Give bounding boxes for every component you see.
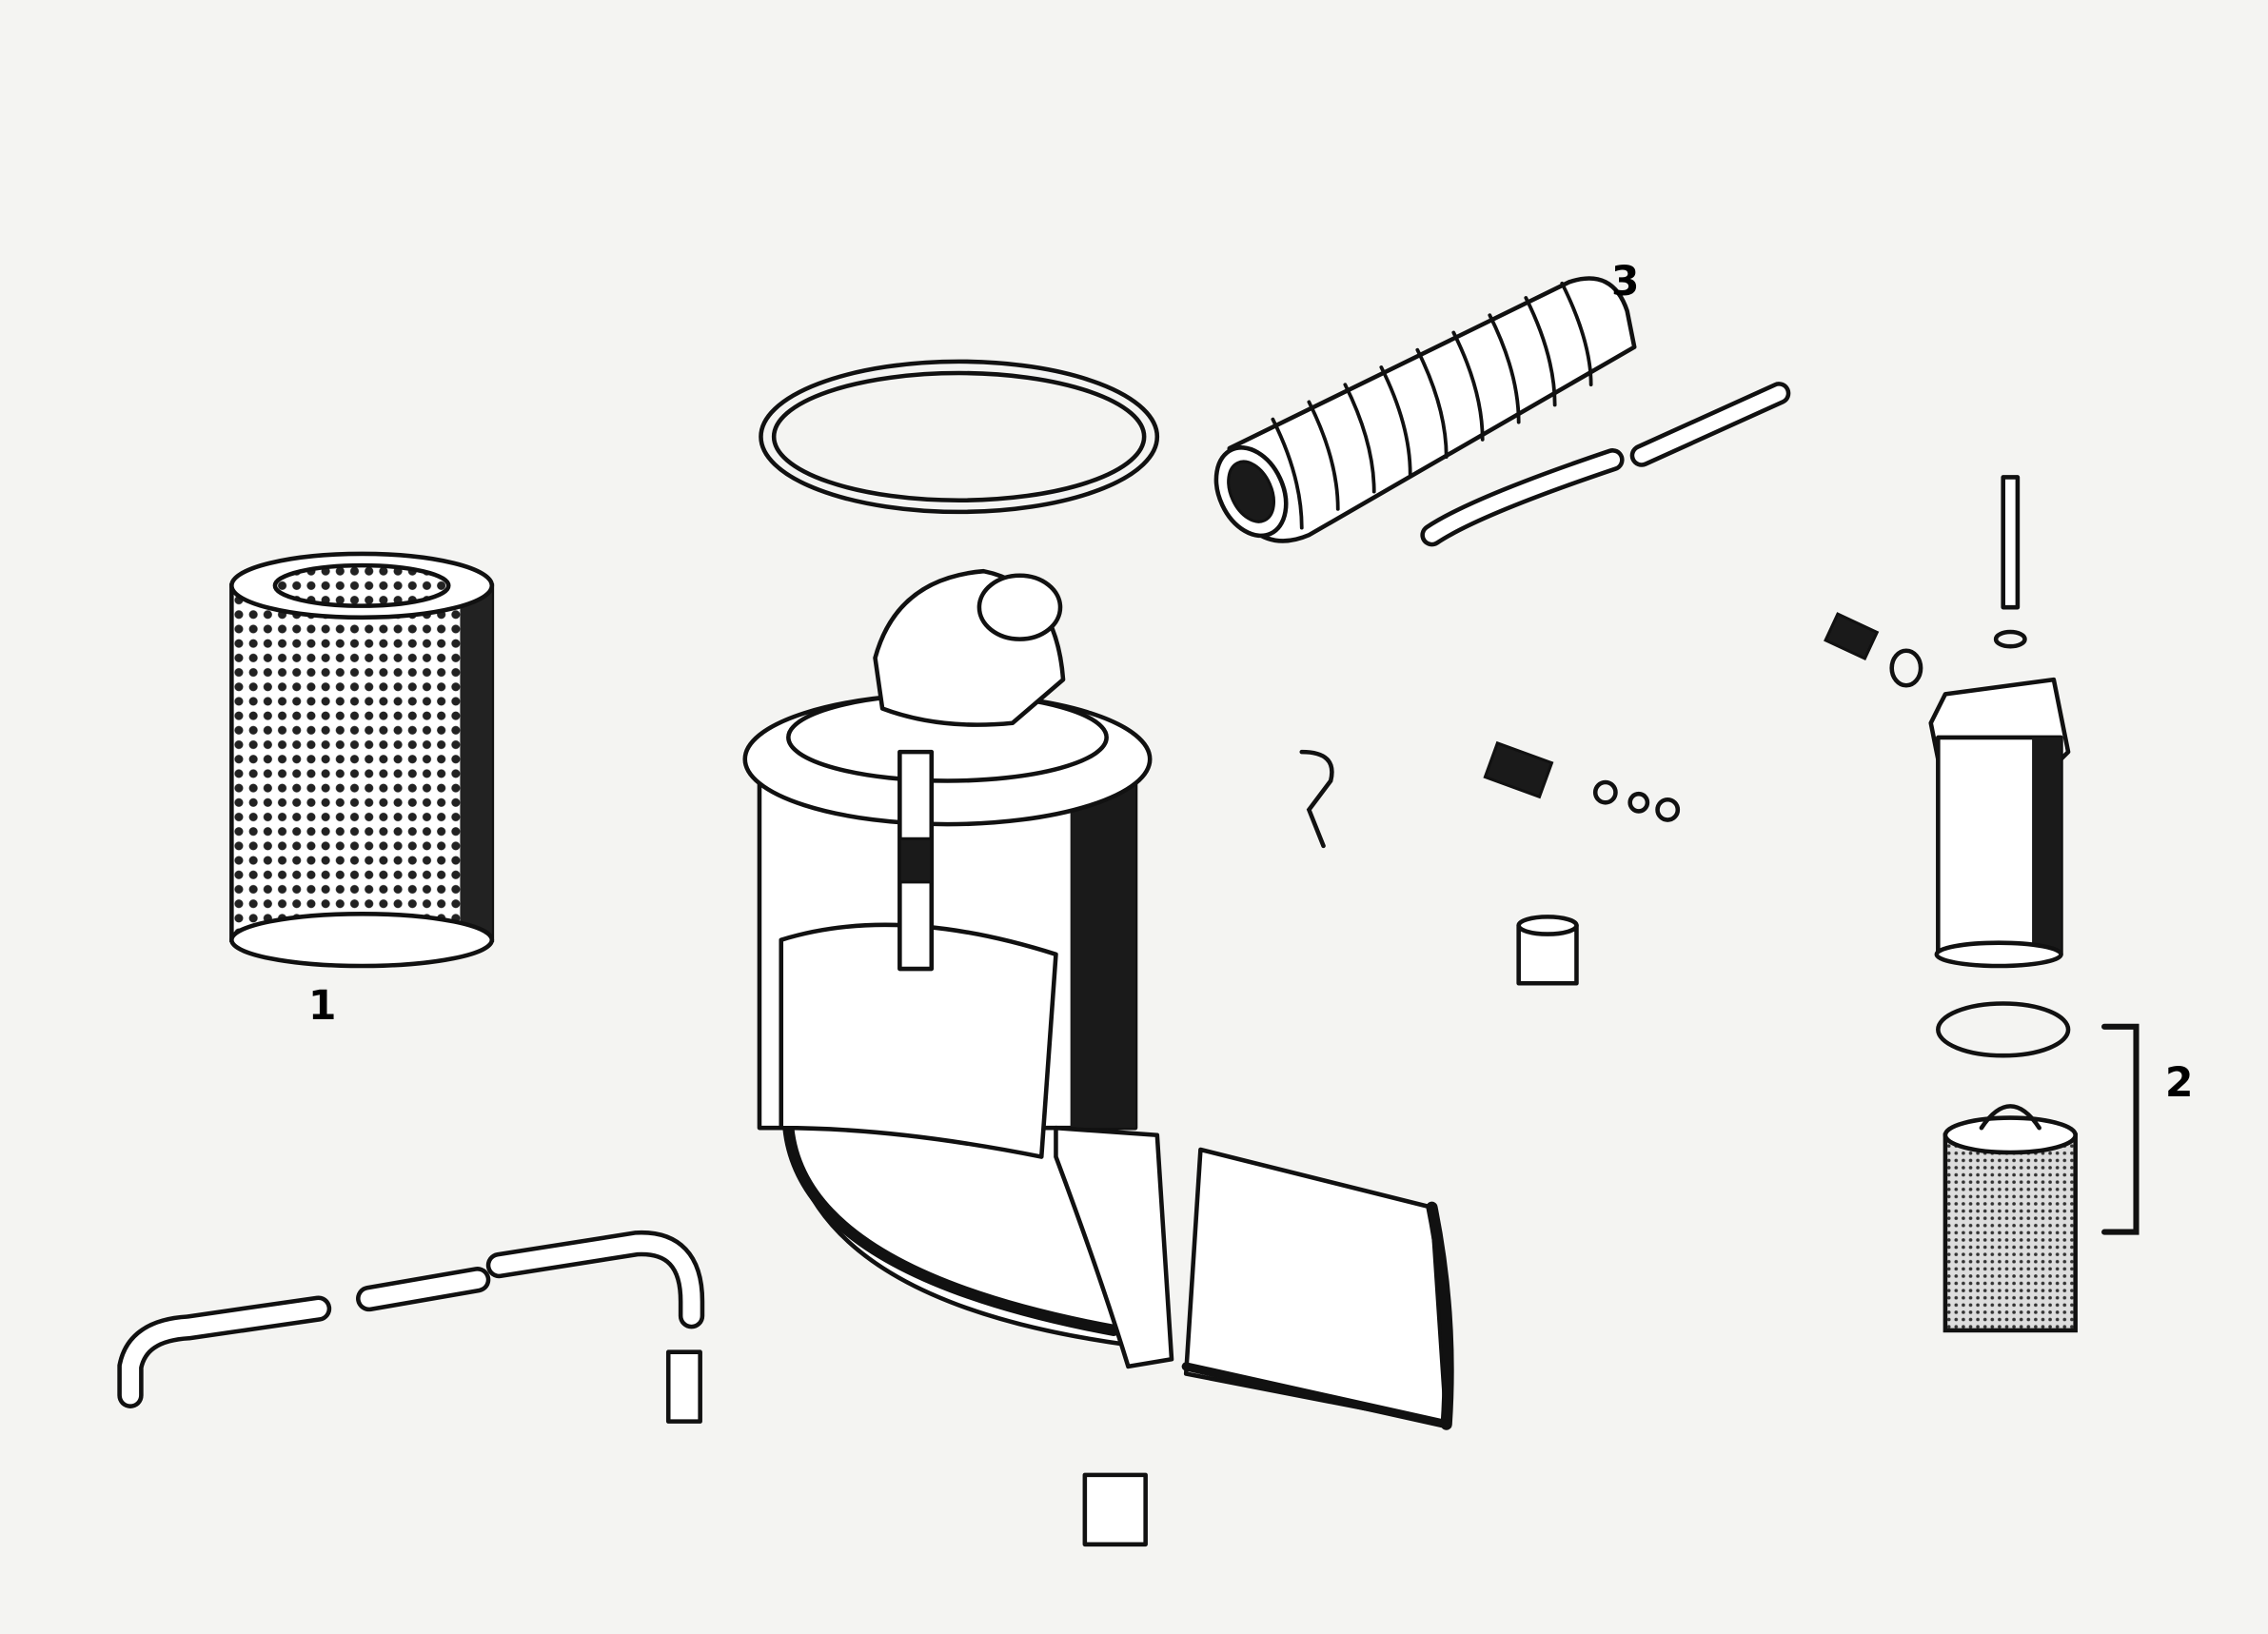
intake-duct-pair (1054, 1125, 1454, 1430)
rubber-cap (1516, 915, 1579, 986)
breather-pipes (117, 1230, 705, 1424)
spring-clip (1299, 749, 1334, 849)
pressure-switch (1483, 740, 1681, 822)
callout-1: 1 (308, 983, 337, 1030)
callout-2: 2 (2165, 1060, 2194, 1107)
sealing-ring (759, 359, 1160, 515)
fuel-filter-assembly (1824, 475, 2140, 1333)
air-filter-element (229, 551, 495, 969)
callout-3: 3 (1611, 259, 1640, 305)
small-hoses (1420, 382, 1791, 547)
bellows-hose (1213, 276, 1637, 543)
gasket-plate (1082, 1472, 1148, 1547)
